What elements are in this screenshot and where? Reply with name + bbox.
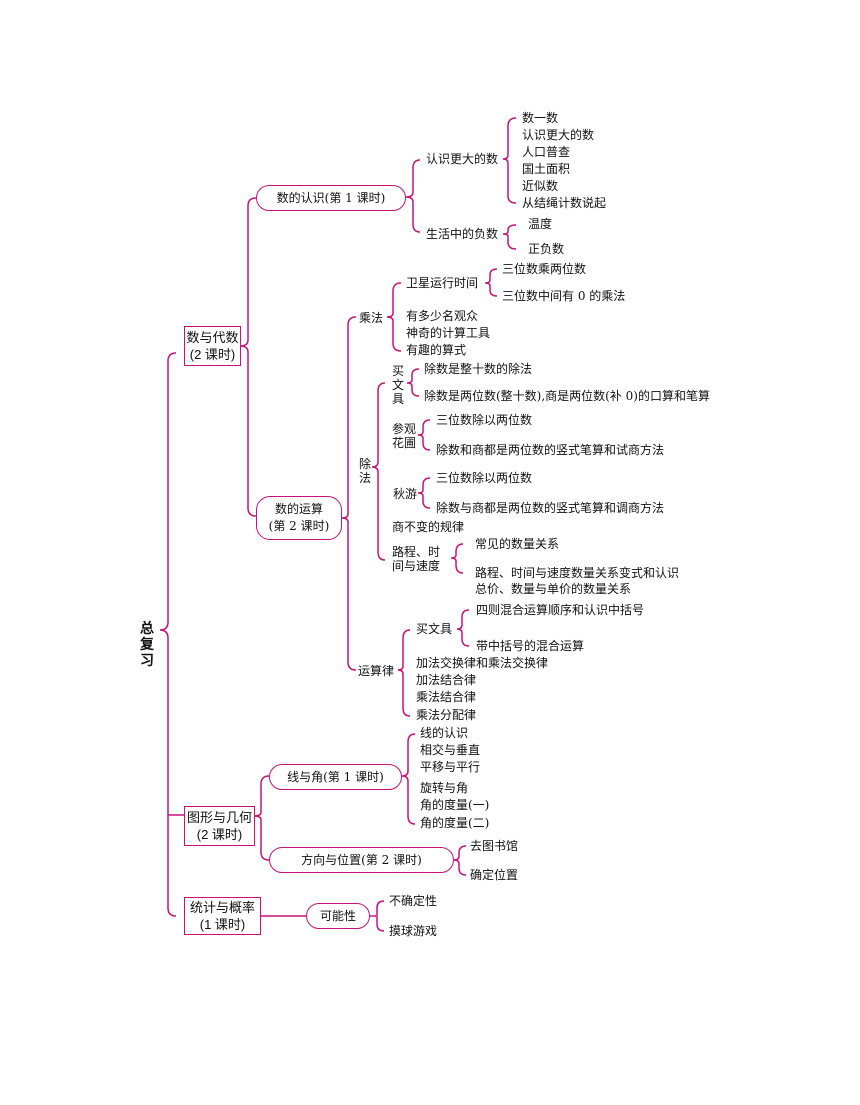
topic-garden: 参观花圃	[392, 422, 417, 450]
laws-item-3: 乘法分配律	[416, 708, 477, 722]
stationery-item-1: 除数是两位数(整十数),商是两位数(补 0)的口算和笔算	[424, 389, 710, 403]
root-title: 总复习	[140, 620, 154, 668]
big-item-1: 认识更大的数	[522, 128, 595, 142]
topic-negative: 生活中的负数	[426, 227, 499, 241]
garden-item-0: 三位数除以两位数	[436, 413, 533, 427]
lines-item-5: 角的度量(二)	[420, 816, 490, 830]
laws-item-1: 加法结合律	[416, 673, 477, 687]
mult-item-0: 有多少名观众	[406, 309, 479, 323]
direction-item-1: 确定位置	[470, 868, 519, 882]
section-statistics-hours: (1 课时)	[199, 917, 246, 932]
section-number-algebra-title: 数与代数	[186, 330, 239, 345]
quotient-rule: 商不变的规律	[392, 520, 465, 534]
garden-item-1: 除数和商都是两位数的竖式笔算和试商方法	[436, 443, 665, 457]
lesson-operation-hours: (第 2 课时)	[268, 519, 330, 533]
laws-item-2: 乘法结合律	[416, 690, 477, 704]
lines-item-4: 角的度量(一)	[420, 798, 490, 812]
laws-stationery-item-1: 带中括号的混合运算	[476, 639, 585, 653]
topic-big-numbers: 认识更大的数	[426, 152, 499, 166]
lines-item-2: 平移与平行	[420, 760, 481, 774]
mult-item-1: 神奇的计算工具	[406, 326, 491, 340]
section-number-algebra: 数与代数 (2 课时)	[184, 326, 241, 366]
journey-item-2: 总价、数量与单价的数量关系	[475, 582, 632, 596]
big-item-3: 国土面积	[522, 162, 571, 176]
topic-laws-stationery: 买文具	[416, 622, 453, 636]
topic-journey: 路程、时间与速度	[392, 545, 441, 573]
lines-item-3: 旋转与角	[420, 781, 469, 795]
lines-item-0: 线的认识	[420, 726, 469, 740]
topic-satellite: 卫星运行时间	[406, 276, 479, 290]
laws-item-0: 加法交换律和乘法交换律	[416, 656, 549, 670]
direction-item-0: 去图书馆	[470, 839, 519, 853]
stationery-item-0: 除数是整十数的除法	[424, 362, 533, 376]
big-item-2: 人口普查	[522, 145, 571, 159]
outing-item-0: 三位数除以两位数	[436, 471, 533, 485]
section-geometry: 图形与几何 (2 课时)	[184, 806, 255, 846]
satellite-item-1: 三位数中间有 0 的乘法	[502, 289, 626, 303]
section-geometry-hours: (2 课时)	[196, 827, 243, 842]
possibility-item-1: 摸球游戏	[389, 924, 438, 938]
topic-division: 除法	[358, 457, 371, 485]
topic-outing: 秋游	[393, 487, 418, 501]
lesson-possibility: 可能性	[306, 903, 370, 929]
topic-laws: 运算律	[358, 664, 395, 678]
possibility-item-0: 不确定性	[389, 894, 438, 908]
big-item-5: 从结绳计数说起	[522, 196, 607, 210]
satellite-item-0: 三位数乘两位数	[502, 262, 587, 276]
lesson-operation: 数的运算 (第 2 课时)	[256, 496, 342, 540]
lesson-recognition: 数的认识(第 1 课时)	[256, 185, 406, 211]
section-statistics: 统计与概率 (1 课时)	[184, 897, 261, 935]
negative-item-0: 温度	[528, 217, 553, 231]
lines-item-1: 相交与垂直	[420, 743, 481, 757]
outing-item-1: 除数与商都是两位数的竖式笔算和调商方法	[436, 501, 665, 515]
journey-item-1: 路程、时间与速度数量关系变式和认识	[475, 566, 680, 580]
mult-item-2: 有趣的算式	[406, 343, 467, 357]
lesson-lines-angles: 线与角(第 1 课时)	[269, 764, 402, 790]
big-item-4: 近似数	[522, 179, 559, 193]
lesson-direction: 方向与位置(第 2 课时)	[269, 847, 454, 873]
section-statistics-title: 统计与概率	[189, 900, 255, 915]
section-number-algebra-hours: (2 课时)	[189, 347, 236, 362]
lesson-operation-title: 数的运算	[274, 502, 323, 516]
topic-stationery: 买文具	[391, 364, 404, 406]
negative-item-1: 正负数	[528, 242, 565, 256]
section-geometry-title: 图形与几何	[186, 810, 252, 825]
topic-multiplication: 乘法	[359, 311, 384, 325]
laws-stationery-item-0: 四则混合运算顺序和认识中括号	[476, 603, 645, 617]
big-item-0: 数一数	[522, 111, 559, 125]
journey-item-0: 常见的数量关系	[475, 537, 560, 551]
